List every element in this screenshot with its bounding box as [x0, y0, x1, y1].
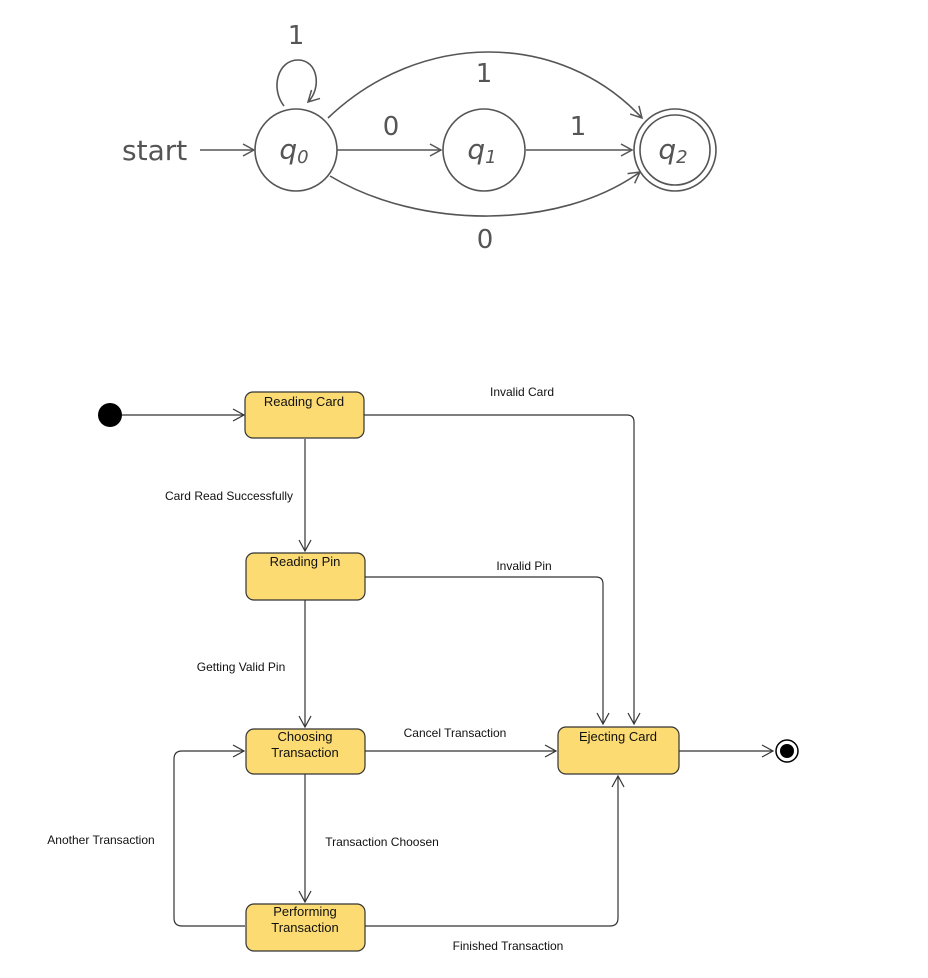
finished-transaction-label: Finished Transaction	[453, 939, 564, 953]
invalid-card-edge	[364, 414, 641, 726]
state-performing-transaction-line1: Performing	[273, 904, 337, 919]
state-reading-pin-label: Reading Pin	[270, 554, 341, 569]
invalid-pin-label: Invalid Pin	[496, 559, 551, 573]
transition-q0-q2-lower-edge	[329, 171, 642, 217]
state-choosing-transaction-line1: Choosing	[278, 729, 333, 744]
invalid-pin-edge	[365, 576, 610, 726]
state-reading-pin: Reading Pin	[245, 552, 366, 601]
transition-q0-q2-lower-label: 0	[477, 225, 494, 255]
state-q2-inner-circle	[639, 114, 711, 186]
state-reading-card: Reading Card	[244, 391, 365, 439]
state-performing-transaction: Performing Transaction	[245, 903, 366, 952]
state-q2-outer-circle	[633, 108, 717, 192]
initial-node	[98, 403, 122, 427]
state-box	[244, 391, 365, 439]
state-box	[557, 726, 680, 775]
automaton-diagram: start 1 0 1 1 0 q0 q1 q2	[122, 21, 717, 255]
transition-q0-q0-label: 1	[288, 21, 305, 51]
state-box	[245, 728, 366, 775]
state-q2-label: q2	[658, 133, 687, 168]
state-performing-transaction-line2: Transaction	[271, 920, 338, 935]
cancel-transaction-label: Cancel Transaction	[404, 726, 507, 740]
start-label: start	[122, 134, 187, 167]
state-box	[245, 552, 366, 601]
state-reading-card-label: Reading Card	[264, 394, 344, 409]
state-choosing-transaction-line2: Transaction	[271, 745, 338, 760]
state-q1-circle	[442, 108, 526, 192]
card-read-successfully-label: Card Read Successfully	[165, 489, 293, 503]
state-q0-circle	[254, 108, 338, 192]
another-transaction-edge	[173, 744, 246, 927]
state-choosing-transaction: Choosing Transaction	[245, 728, 366, 775]
transition-q0-q2-upper-edge	[327, 51, 644, 120]
state-machine-diagram: Invalid Card Card Read Successfully Inva…	[47, 385, 799, 953]
transition-q0-q1-label: 0	[383, 112, 400, 142]
final-node-dot	[780, 744, 794, 758]
state-q1-label: q1	[467, 133, 496, 168]
state-ejecting-card-label: Ejecting Card	[579, 729, 657, 744]
state-q0-label: q0	[279, 133, 308, 168]
state-ejecting-card: Ejecting Card	[557, 726, 680, 775]
finished-transaction-edge	[365, 774, 625, 927]
state-box	[245, 903, 366, 952]
transaction-choosen-label: Transaction Choosen	[325, 835, 439, 849]
transition-q0-q2-upper-label: 1	[476, 59, 493, 89]
transition-q0-q0-edge	[276, 59, 321, 107]
getting-valid-pin-label: Getting Valid Pin	[197, 660, 286, 674]
invalid-card-label: Invalid Card	[490, 385, 554, 399]
another-transaction-label: Another Transaction	[47, 833, 154, 847]
transition-q1-q2-label: 1	[570, 112, 587, 142]
